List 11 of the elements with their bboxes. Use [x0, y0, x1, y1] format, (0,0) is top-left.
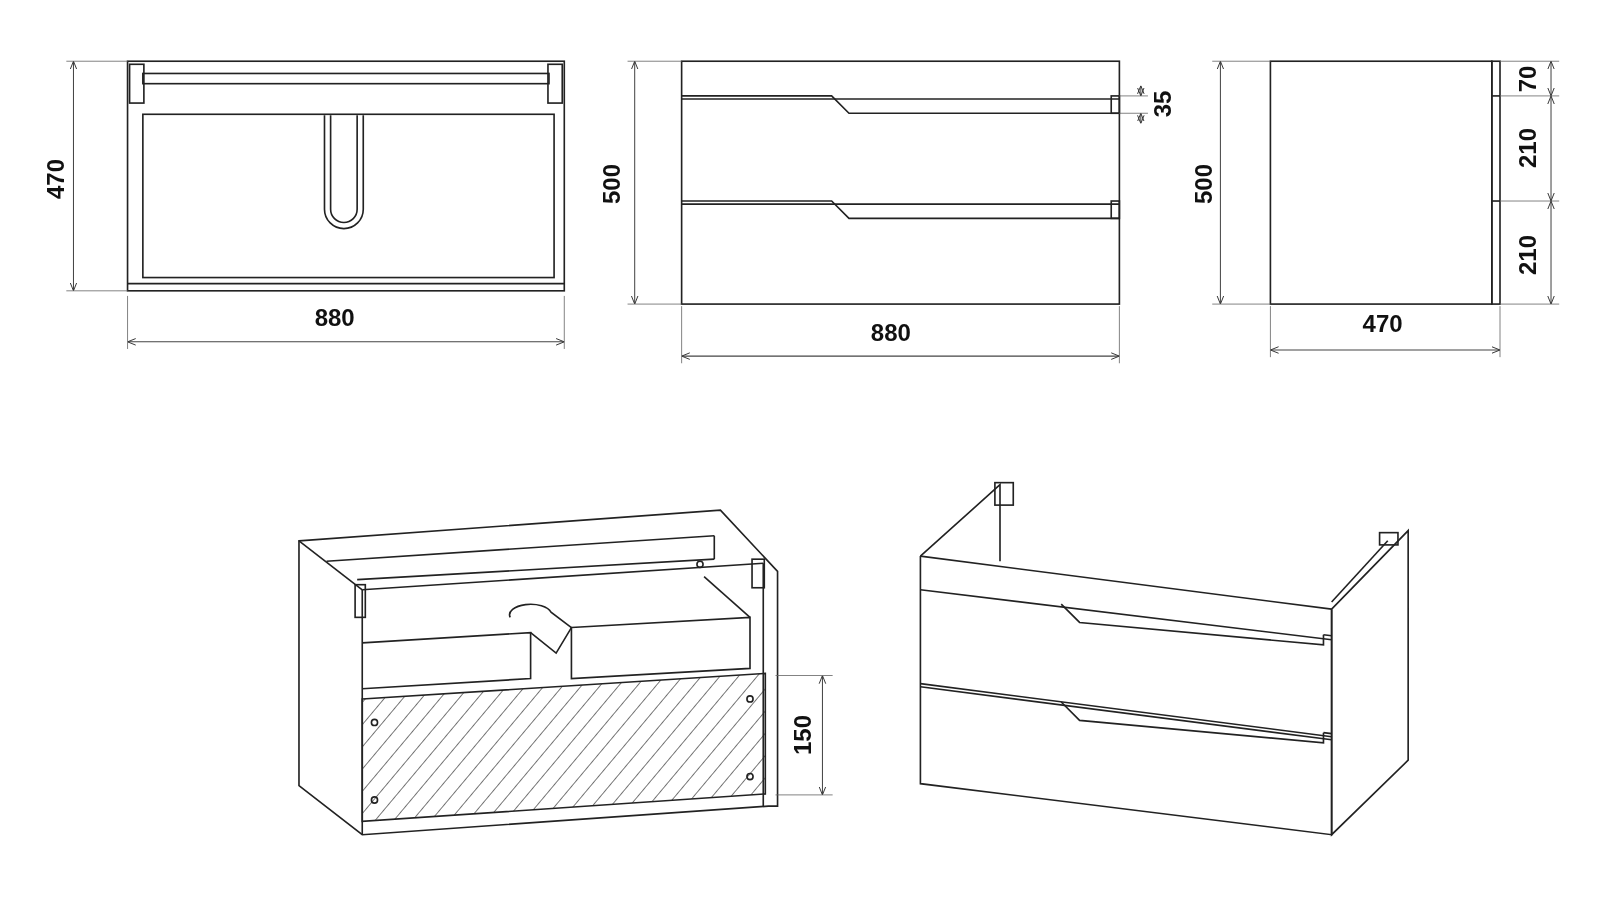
dimension-label: 210 — [1515, 235, 1540, 276]
dimension-label: 70 — [1515, 65, 1540, 92]
dimension-label: 880 — [314, 306, 355, 331]
dimension-label: 470 — [44, 158, 69, 199]
dimension-label: 470 — [1362, 312, 1403, 337]
dimension-label: 150 — [791, 714, 816, 755]
dimension-label: 210 — [1515, 127, 1540, 168]
dimension-label: 500 — [600, 163, 625, 204]
dimension-label: 880 — [870, 320, 911, 345]
dimension-label: 35 — [1151, 90, 1176, 118]
dimension-label: 500 — [1192, 163, 1217, 204]
